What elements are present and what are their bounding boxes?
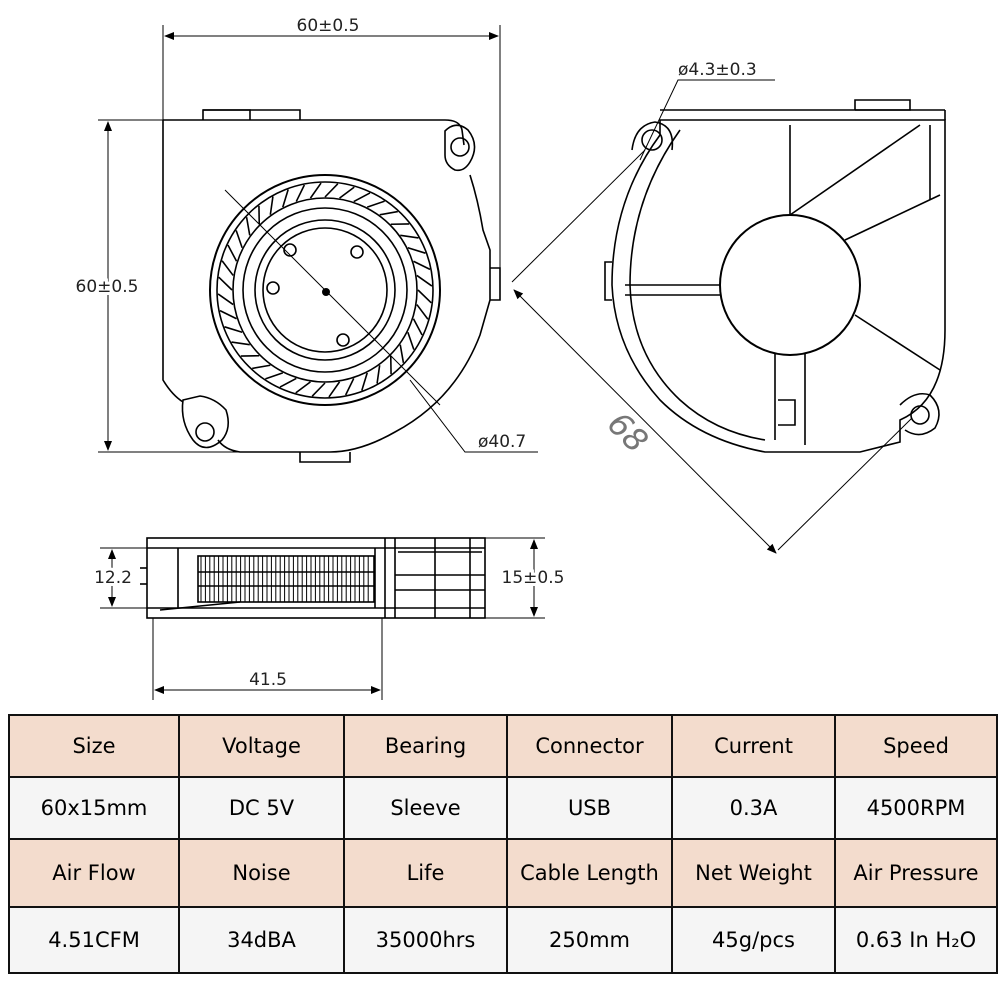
fan-technical-drawing: 60±0.5 60±0.5 ø40.7 ø xyxy=(73,16,946,700)
rear-view: ø4.3±0.3 68 xyxy=(511,60,946,554)
spec-value-cell: 4500RPM xyxy=(834,776,998,840)
impeller-blade xyxy=(407,247,426,254)
impeller-blade xyxy=(282,189,289,208)
impeller-blade xyxy=(235,230,243,249)
spec-header-cell: Size xyxy=(8,714,180,778)
impeller-blade xyxy=(376,365,381,384)
spec-value-cell: 60x15mm xyxy=(8,776,180,840)
spec-header-cell: Current xyxy=(671,714,836,778)
impeller-blade xyxy=(295,184,306,202)
spec-header-cell: Speed xyxy=(834,714,998,778)
spec-header-cell: Net Weight xyxy=(671,838,836,908)
spec-value-cell: 0.63 In H₂O xyxy=(834,906,998,974)
side-view: 12.2 15±0.5 41.5 xyxy=(91,537,567,700)
diagonal-dimension: 68 xyxy=(600,404,656,460)
impeller-blade xyxy=(279,377,297,388)
side-inner-height-dimension: 12.2 xyxy=(94,568,132,588)
impeller-blade xyxy=(416,274,433,287)
impeller-blade xyxy=(412,318,423,336)
impeller-blade xyxy=(344,378,355,396)
side-length-dimension: 41.5 xyxy=(249,670,287,690)
impeller-blade xyxy=(379,210,398,216)
impeller-blade xyxy=(407,331,415,350)
spec-value-cell: USB xyxy=(506,776,673,840)
impeller-blade xyxy=(252,364,271,370)
spec-value-cell: Sleeve xyxy=(343,776,508,840)
spec-header-cell: Bearing xyxy=(343,714,508,778)
spec-value-cell: 250mm xyxy=(506,906,673,974)
impeller-blade xyxy=(400,234,419,239)
impeller-blade xyxy=(227,244,238,262)
spec-value-cell: 45g/pcs xyxy=(671,906,836,974)
impeller-blade xyxy=(231,341,250,346)
impeller-blade xyxy=(245,217,251,236)
front-width-dimension: 60±0.5 xyxy=(297,16,360,36)
impeller-blade xyxy=(339,186,355,199)
impeller-diameter-dimension: ø40.7 xyxy=(478,432,526,452)
impeller-blade xyxy=(217,293,234,306)
impeller-blade xyxy=(295,381,311,394)
spec-value-cell: 35000hrs xyxy=(343,906,508,974)
impeller-blade xyxy=(218,276,233,291)
impeller-blade xyxy=(324,183,339,198)
impeller-blade xyxy=(224,326,243,333)
hole-diameter-dimension: ø4.3±0.3 xyxy=(678,60,757,80)
impeller-blade xyxy=(221,260,234,276)
spec-header-cell: Connector xyxy=(506,714,673,778)
impeller-blade xyxy=(353,192,371,203)
impeller-blade xyxy=(309,182,322,199)
impeller-blade xyxy=(265,372,284,380)
impeller-blade xyxy=(366,200,385,208)
spec-header-cell: Cable Length xyxy=(506,838,673,908)
impeller-blade xyxy=(328,381,341,398)
spec-header-cell: Life xyxy=(343,838,508,908)
spec-value-cell: DC 5V xyxy=(178,776,345,840)
spec-value-cell: 0.3A xyxy=(671,776,836,840)
front-view: 60±0.5 60±0.5 ø40.7 xyxy=(73,16,538,463)
spec-value-cell: 4.51CFM xyxy=(8,906,180,974)
impeller-blade xyxy=(413,260,431,271)
spec-header-cell: Noise xyxy=(178,838,345,908)
impeller-blade xyxy=(399,344,405,363)
impeller-blade xyxy=(219,309,237,320)
front-height-dimension: 60±0.5 xyxy=(76,277,139,297)
spec-header-cell: Air Flow xyxy=(8,838,180,908)
spec-value-cell: 34dBA xyxy=(178,906,345,974)
impeller-blade xyxy=(269,196,274,215)
spec-header-cell: Voltage xyxy=(178,714,345,778)
impeller-blade xyxy=(311,382,326,397)
impeller-blade xyxy=(417,289,432,304)
side-height-dimension: 15±0.5 xyxy=(502,568,565,588)
impeller-blade xyxy=(361,372,368,391)
impeller-blade xyxy=(416,304,429,320)
spec-header-cell: Air Pressure xyxy=(834,838,998,908)
